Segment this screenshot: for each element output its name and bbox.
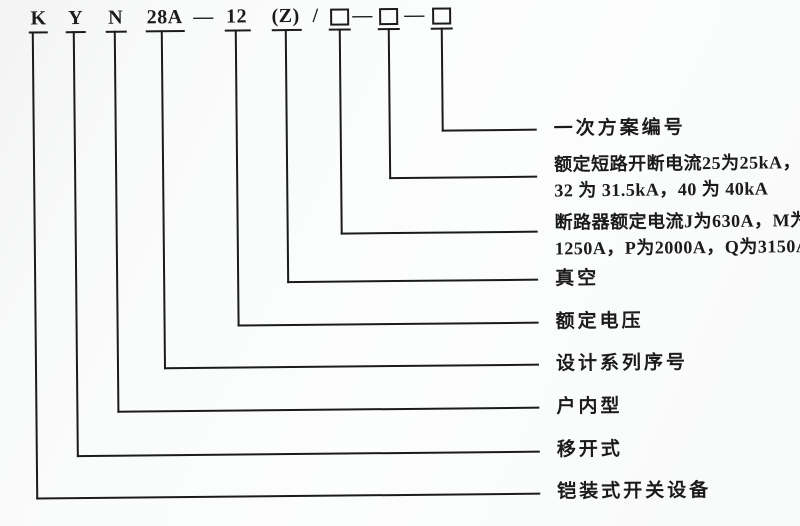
callout-indoor-type: 户内型 (556, 394, 622, 420)
callout-text: 设计系列序号 (555, 352, 689, 375)
leader-horizontal-vacuum (287, 278, 539, 284)
callout-design-series-number: 设计系列序号 (556, 350, 688, 376)
callout-text: 额定电压 (555, 310, 644, 333)
callout-primary-scheme-number: 一次方案编号 (554, 115, 686, 141)
code-letter-K: K (30, 7, 47, 30)
leader-horizontal-rated-voltage (237, 321, 539, 327)
code-letter-N: N (108, 6, 124, 29)
leader-vertical-breaker-current (338, 28, 343, 235)
callout-text-line2: 32 为 31.5kA，40 为 40kA (554, 178, 769, 201)
tick-under-28A (145, 30, 185, 33)
callout-armored-switchgear: 铠装式开关设备 (557, 478, 711, 504)
callout-text: 户内型 (556, 395, 623, 418)
leader-vertical-vacuum (284, 29, 290, 284)
leader-horizontal-indoor-type (117, 406, 540, 413)
leader-vertical-indoor-type (113, 30, 120, 413)
tick-under-Y (65, 31, 86, 34)
leader-vertical-primary-scheme (440, 27, 444, 132)
code-box-placeholder-1 (330, 8, 350, 26)
leader-horizontal-breaking-current (389, 175, 538, 180)
code-box-placeholder-3 (432, 7, 452, 25)
callout-text: 真空 (555, 268, 600, 290)
code-segment-12: 12 (226, 5, 248, 28)
code-dash: — (193, 5, 214, 28)
code-dash: — (352, 4, 373, 27)
leader-horizontal-withdrawable (76, 450, 540, 458)
callout-text: 铠装式开关设备 (557, 480, 712, 503)
callout-text: 一次方案编号 (553, 117, 686, 140)
code-segment-28A: 28A (146, 6, 183, 29)
callout-withdrawable-type: 移开式 (557, 437, 623, 463)
code-letter-Y: Y (68, 7, 84, 30)
callout-text: 移开式 (556, 438, 623, 461)
code-dash: — (404, 3, 425, 26)
leader-vertical-design-series (160, 30, 167, 370)
leader-horizontal-armored (36, 492, 541, 500)
leader-horizontal-primary-scheme (441, 128, 537, 132)
leader-horizontal-design-series (163, 363, 539, 370)
callout-breaking-current: 额定短路开断电流25为25kA， 32 为 31.5kA，40 为 40kA (554, 149, 800, 203)
tick-under-N (105, 30, 127, 33)
callout-vacuum: 真空 (555, 266, 599, 291)
leader-horizontal-breaker-current (340, 230, 538, 235)
callout-rated-voltage: 额定电压 (555, 309, 643, 335)
callout-text-line2: 1250A，P为2000A，Q为3150A (554, 236, 800, 259)
callout-text-line1: 断路器额定电流J为630A，M为 (554, 210, 800, 233)
code-slash: / (312, 4, 319, 27)
leader-vertical-breaking-current (387, 28, 392, 180)
leader-vertical-armored (31, 31, 39, 500)
code-box-placeholder-2 (379, 8, 399, 26)
callout-text-line1: 额定短路开断电流25为25kA， (553, 152, 800, 175)
leader-vertical-rated-voltage (234, 29, 240, 327)
leader-vertical-withdrawable (72, 31, 79, 458)
code-segment-Z: (Z) (271, 4, 300, 28)
tick-under-12 (224, 29, 251, 32)
callout-breaker-rated-current: 断路器额定电流J为630A，M为 1250A，P为2000A，Q为3150A (554, 207, 800, 261)
